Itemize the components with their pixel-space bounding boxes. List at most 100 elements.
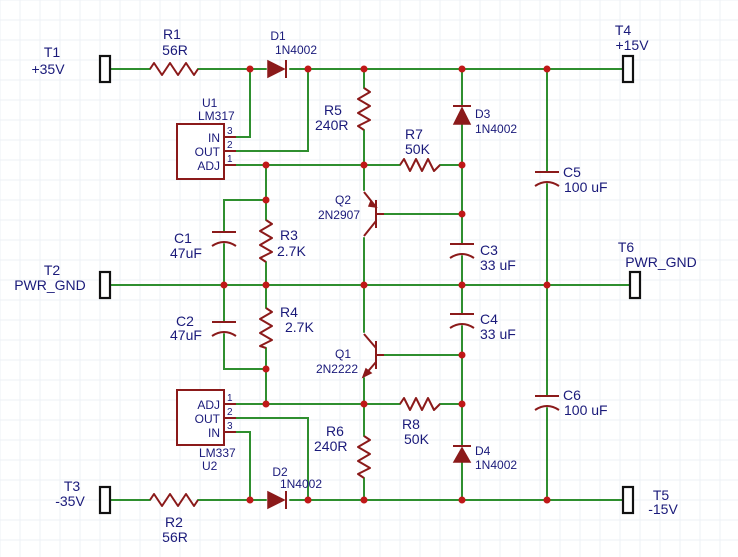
transistor-q2-ref: Q2 (335, 193, 351, 207)
junction-dot (458, 351, 466, 359)
regulator-u1-pin-adj: ADJ (197, 159, 220, 173)
resistor-r1[interactable]: R1 56R (149, 26, 199, 76)
junction-dot (360, 281, 368, 289)
transistor-q1[interactable]: Q1 2N2222 (316, 333, 384, 379)
regulator-u1-pinnum-1: 1 (227, 154, 233, 165)
junction-dot (262, 281, 270, 289)
resistor-r6-value: 240R (314, 438, 347, 454)
diode-d3-value: 1N4002 (475, 122, 517, 136)
regulator-u2[interactable]: LM337 U2 ADJ OUT IN 1 2 3 (176, 389, 236, 473)
junction-dot (262, 196, 270, 204)
resistor-r5[interactable]: R5 240R (315, 87, 371, 133)
regulator-u1-pinnum-3: 3 (227, 126, 233, 137)
transistor-q2[interactable]: Q2 2N2907 (318, 191, 384, 237)
resistor-r5-value: 240R (315, 117, 348, 133)
terminal-t2-name: T2 (44, 262, 61, 278)
capacitor-c4[interactable]: C4 33 uF (449, 311, 516, 342)
junction-dot (360, 496, 368, 504)
capacitor-c4-ref: C4 (480, 311, 498, 327)
terminal-t1-name: T1 (44, 44, 61, 60)
resistor-r2[interactable]: R2 56R (149, 493, 199, 545)
terminal-t4-net: +15V (615, 37, 649, 53)
regulator-u2-pinnum-1: 1 (227, 393, 233, 404)
terminal-t1[interactable]: T1 +35V (31, 44, 112, 84)
terminal-t3[interactable]: T3 -35V (55, 478, 112, 515)
junctions (220, 65, 551, 504)
diode-d2[interactable]: D2 1N4002 (267, 465, 322, 510)
resistor-r1-ref: R1 (163, 26, 181, 42)
junction-dot (458, 281, 466, 289)
regulator-u1-pinnum-2: 2 (227, 140, 233, 151)
junction-dot (262, 365, 270, 373)
junction-dot (458, 496, 466, 504)
regulator-u2-pin-out: OUT (195, 412, 221, 426)
junction-dot (458, 210, 466, 218)
resistor-r7[interactable]: R7 50K (399, 126, 441, 172)
resistor-r8[interactable]: R8 50K (399, 397, 441, 447)
terminal-t5-net: -15V (648, 501, 678, 517)
transistor-q1-value: 2N2222 (316, 362, 358, 376)
capacitor-c6-value: 100 uF (564, 402, 608, 418)
resistor-r6[interactable]: R6 240R (314, 423, 371, 479)
regulator-u1-pin-in: IN (208, 131, 220, 145)
diode-d1[interactable]: D1 1N4002 (267, 29, 317, 79)
terminal-t5[interactable]: T5 -15V (621, 485, 678, 517)
diode-d2-ref: D2 (272, 465, 288, 479)
diode-d3[interactable]: D3 1N4002 (452, 105, 517, 136)
terminal-t6-net: PWR_GND (625, 254, 697, 270)
junction-dot (262, 161, 270, 169)
terminal-t2-net: PWR_GND (14, 277, 86, 293)
capacitor-c3[interactable]: C3 33 uF (449, 242, 516, 273)
regulator-u2-pin-adj: ADJ (197, 398, 220, 412)
regulator-u2-ref: U2 (202, 459, 218, 473)
terminal-t1-net: +35V (31, 61, 65, 77)
diode-d1-ref: D1 (270, 29, 286, 43)
capacitor-c1-ref: C1 (174, 230, 192, 246)
transistor-q2-value: 2N2907 (318, 208, 360, 222)
regulator-u1-ref: U1 (202, 96, 218, 110)
junction-dot (360, 400, 368, 408)
capacitor-c3-ref: C3 (480, 242, 498, 258)
resistor-r8-ref: R8 (402, 416, 420, 432)
regulator-u1-pin-out: OUT (195, 145, 221, 159)
resistor-r3[interactable]: R3 2.7K (259, 219, 306, 263)
diode-d4-ref: D4 (475, 444, 491, 458)
capacitor-c5[interactable]: C5 100 uF (534, 164, 608, 195)
resistor-r4-value: 2.7K (285, 319, 314, 335)
junction-dot (220, 281, 228, 289)
capacitor-c4-value: 33 uF (480, 326, 516, 342)
resistor-r2-ref: R2 (165, 514, 183, 530)
resistor-r1-value: 56R (162, 42, 188, 58)
resistor-r6-ref: R6 (326, 423, 344, 439)
diode-d4[interactable]: D4 1N4002 (452, 444, 517, 472)
capacitor-c5-value: 100 uF (564, 179, 608, 195)
terminal-t6[interactable]: T6 PWR_GND (618, 239, 697, 300)
junction-dot (246, 496, 254, 504)
regulator-u2-value: LM337 (199, 446, 236, 460)
capacitor-c6[interactable]: C6 100 uF (534, 387, 608, 418)
resistor-r2-value: 56R (162, 529, 188, 545)
resistor-r8-value: 50K (404, 431, 430, 447)
capacitor-c1[interactable]: C1 47uF (170, 230, 237, 261)
capacitor-c2-value: 47uF (170, 327, 202, 343)
resistor-r4[interactable]: R4 2.7K (259, 304, 314, 349)
terminal-t3-net: -35V (55, 493, 85, 509)
terminal-t2[interactable]: T2 PWR_GND (14, 262, 112, 300)
regulator-u2-pinnum-3: 3 (227, 421, 233, 432)
transistor-q1-ref: Q1 (335, 347, 351, 361)
diode-d1-value: 1N4002 (275, 43, 317, 57)
diode-d3-ref: D3 (475, 107, 491, 121)
junction-dot (304, 65, 312, 73)
resistor-r3-value: 2.7K (277, 243, 306, 259)
junction-dot (543, 65, 551, 73)
junction-dot (262, 400, 270, 408)
terminal-t6-name: T6 (618, 239, 635, 255)
resistor-r3-ref: R3 (280, 227, 298, 243)
junction-dot (304, 496, 312, 504)
capacitor-c6-ref: C6 (563, 387, 581, 403)
capacitor-c2[interactable]: C2 47uF (170, 313, 237, 343)
regulator-u1[interactable]: U1 LM317 IN OUT ADJ 3 2 1 (176, 96, 236, 180)
junction-dot (360, 161, 368, 169)
terminal-t4[interactable]: T4 +15V (615, 22, 649, 84)
